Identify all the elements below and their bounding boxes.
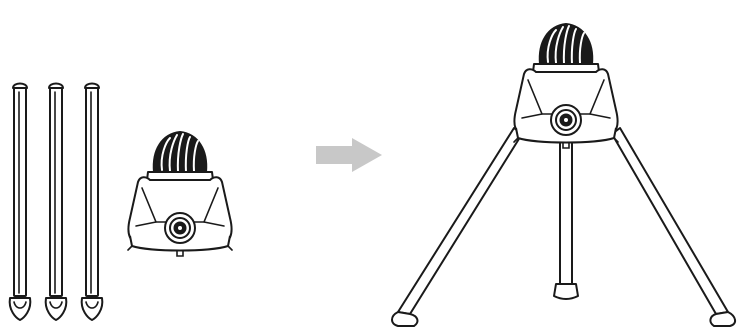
loose-leg-2 [44,82,68,321]
tripod-leg-left [391,127,523,327]
arrow-right-icon [316,138,382,172]
head-unit-mounted [513,23,619,149]
tripod-leg-center [553,139,579,300]
loose-leg-3 [80,82,104,321]
loose-legs-group [8,82,104,321]
assembled-tripod [391,23,736,327]
tripod-leg-right [611,127,736,327]
loose-leg-1 [8,82,32,321]
head-unit-detached [127,131,233,257]
